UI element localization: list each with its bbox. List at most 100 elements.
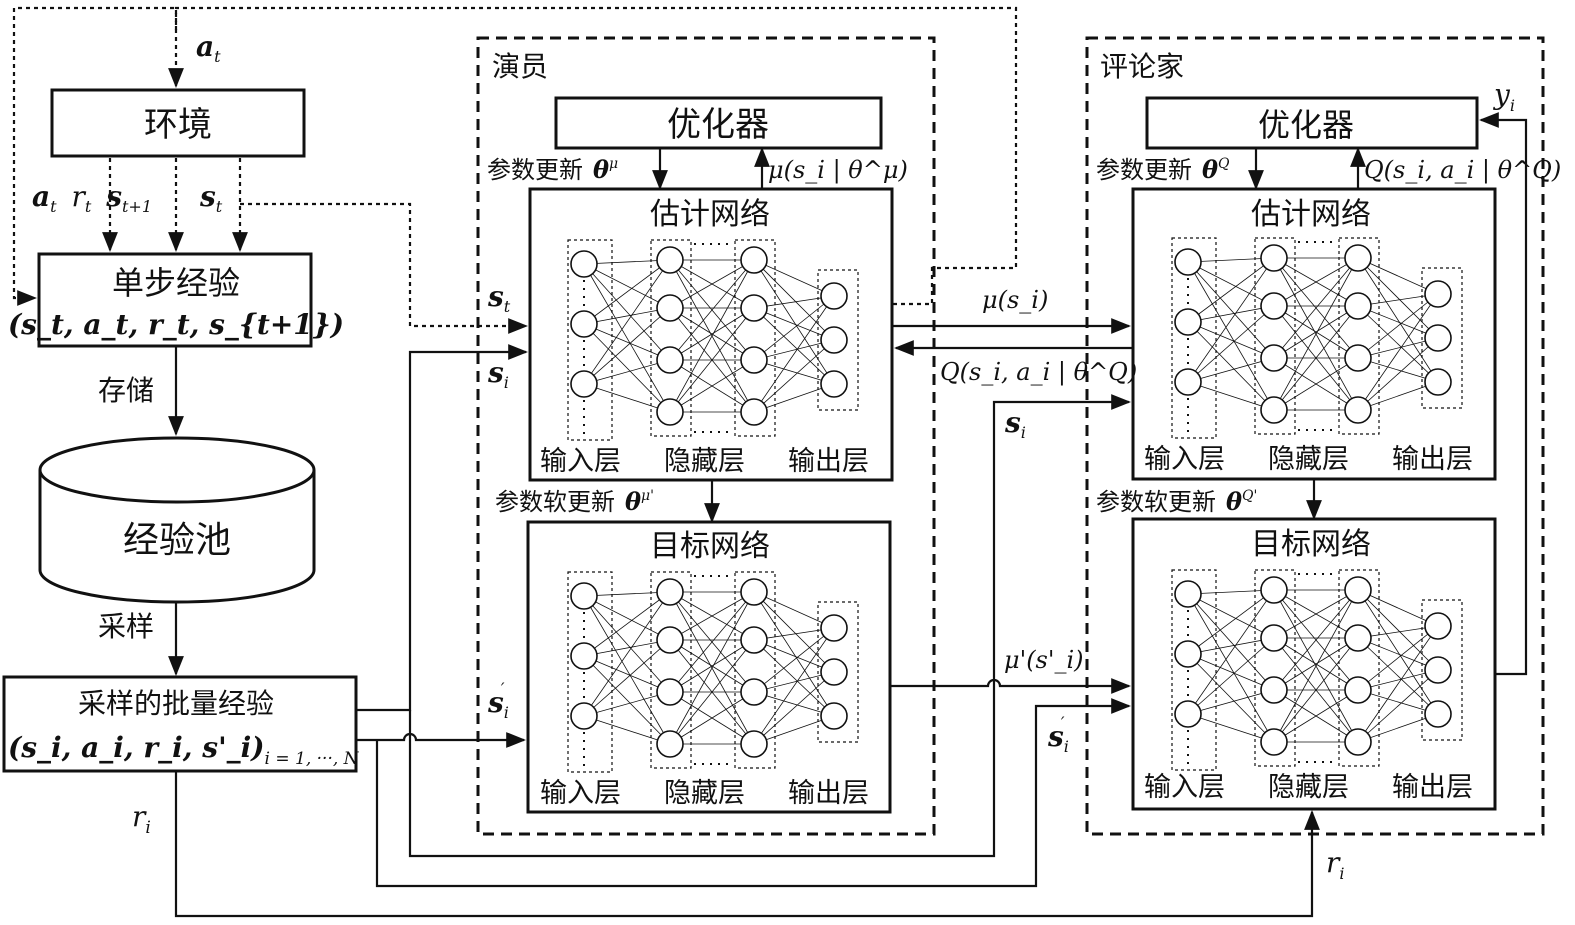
arrow-mu-prime-to-critic-target (890, 678, 1131, 694)
nn-neuron (1344, 244, 1372, 272)
nn-connection (1187, 589, 1275, 595)
batch-experience-box (2, 675, 358, 773)
nn-connection (583, 259, 671, 385)
nn-connection (1187, 257, 1275, 263)
actor-tgt-hidden-layer-label: 隐藏层 (664, 778, 745, 809)
actor-est-input-layer-label: 输入层 (540, 446, 621, 477)
arrow-batch-si-to-critic (408, 394, 1131, 858)
nn-layer-frame (1254, 569, 1296, 767)
arrow-batch-reward-to-critic (174, 771, 1320, 918)
nn-neuron (656, 730, 684, 758)
batch-experience-tuple: (s_i, a_i, r_i, s'_i)i = 1, ···, N (8, 731, 360, 769)
nn-connection (753, 639, 835, 673)
nn-connection (753, 627, 835, 745)
actor-gradient-label: μ(s_i | θ^μ) (768, 156, 908, 185)
dotted-action-to-experience (12, 6, 178, 306)
nn-connection (1187, 305, 1275, 383)
nn-neuron (1424, 324, 1452, 352)
experience-pool-cylinder (38, 436, 316, 604)
nn-connection (753, 259, 835, 385)
nn-connection (753, 383, 835, 413)
environment-box (50, 88, 306, 158)
nn-neuron (740, 346, 768, 374)
nn-neuron (1344, 576, 1372, 604)
critic-frame (1085, 36, 1545, 836)
nn-connection (1187, 261, 1275, 359)
actor-estimate-network-title: 估计网络 (650, 197, 770, 232)
nn-layer-frame (650, 239, 692, 437)
nn-connection (583, 591, 671, 657)
critic-est-output-layer-label: 输出层 (1392, 444, 1473, 475)
nn-connection (669, 591, 755, 745)
nn-neuron (570, 702, 598, 730)
nn-connection (1273, 257, 1359, 411)
critic-tgt-input-layer-label: 输入层 (1144, 772, 1225, 803)
nn-connection (1357, 669, 1439, 743)
nn-connection (1187, 593, 1275, 743)
nn-connection (583, 639, 671, 657)
nn-connection (1187, 261, 1275, 307)
nn-neuron (1260, 728, 1288, 756)
nn-neuron (1344, 396, 1372, 424)
nn-neuron (1260, 576, 1288, 604)
nn-connection (1357, 305, 1439, 339)
nn-neuron (656, 398, 684, 426)
nn-neuron (740, 294, 768, 322)
nn-connection (1273, 257, 1359, 359)
nn-neuron (820, 658, 848, 686)
nn-connection (1357, 337, 1439, 411)
nn-connection (669, 259, 755, 361)
nn-connection (669, 307, 755, 361)
nn-connection (1357, 257, 1439, 383)
nn-connection (753, 591, 835, 629)
nn-neuron (1260, 292, 1288, 320)
nn-connection (583, 595, 671, 693)
actor-optimizer-label: 优化器 (667, 105, 769, 145)
nn-connection (583, 595, 671, 745)
critic-tgt-hidden-layer-label: 隐藏层 (1268, 772, 1349, 803)
critic-input-si-label: si (1004, 406, 1026, 442)
nn-neuron (656, 246, 684, 274)
nn-layer-frame (1421, 267, 1463, 409)
nn-connection (583, 639, 671, 717)
nn-neuron (656, 294, 684, 322)
nn-neuron (656, 346, 684, 374)
critic-target-neural-net (1171, 569, 1463, 771)
nn-connection (583, 591, 671, 717)
actor-frame-title: 演员 (492, 50, 548, 83)
nn-connection (583, 263, 671, 309)
critic-est-hidden-layer-label: 隐藏层 (1268, 444, 1349, 475)
nn-connection (753, 339, 835, 413)
arrow-batch-si-to-actor (356, 344, 528, 712)
nn-connection (1357, 293, 1439, 411)
actor-optimizer-box (554, 96, 883, 150)
nn-connection (669, 691, 755, 745)
nn-connection (753, 359, 835, 385)
env-output-s-label: st (199, 180, 223, 216)
nn-connection (669, 639, 755, 693)
actor-estimate-neural-net (567, 239, 859, 441)
nn-connection (1187, 593, 1275, 691)
nn-connection (1273, 257, 1359, 307)
critic-est-input-layer-label: 输入层 (1144, 444, 1225, 475)
nn-connection (583, 691, 671, 717)
nn-connection (669, 591, 755, 693)
nn-connection (1187, 589, 1275, 715)
nn-layer-frame (567, 239, 613, 441)
nn-neuron (1260, 244, 1288, 272)
nn-connection (1187, 593, 1275, 639)
nn-connection (583, 323, 671, 413)
nn-neuron (820, 370, 848, 398)
sample-label: 采样 (98, 610, 154, 643)
actor-est-hidden-layer-label: 隐藏层 (664, 446, 745, 477)
nn-neuron (656, 678, 684, 706)
nn-connection (1357, 293, 1439, 359)
nn-connection (1187, 689, 1275, 715)
nn-layer-frame (1171, 237, 1217, 439)
nn-connection (1357, 589, 1439, 627)
critic-frame-title: 评论家 (1100, 50, 1184, 83)
batch-reward-label: ri (132, 800, 151, 838)
